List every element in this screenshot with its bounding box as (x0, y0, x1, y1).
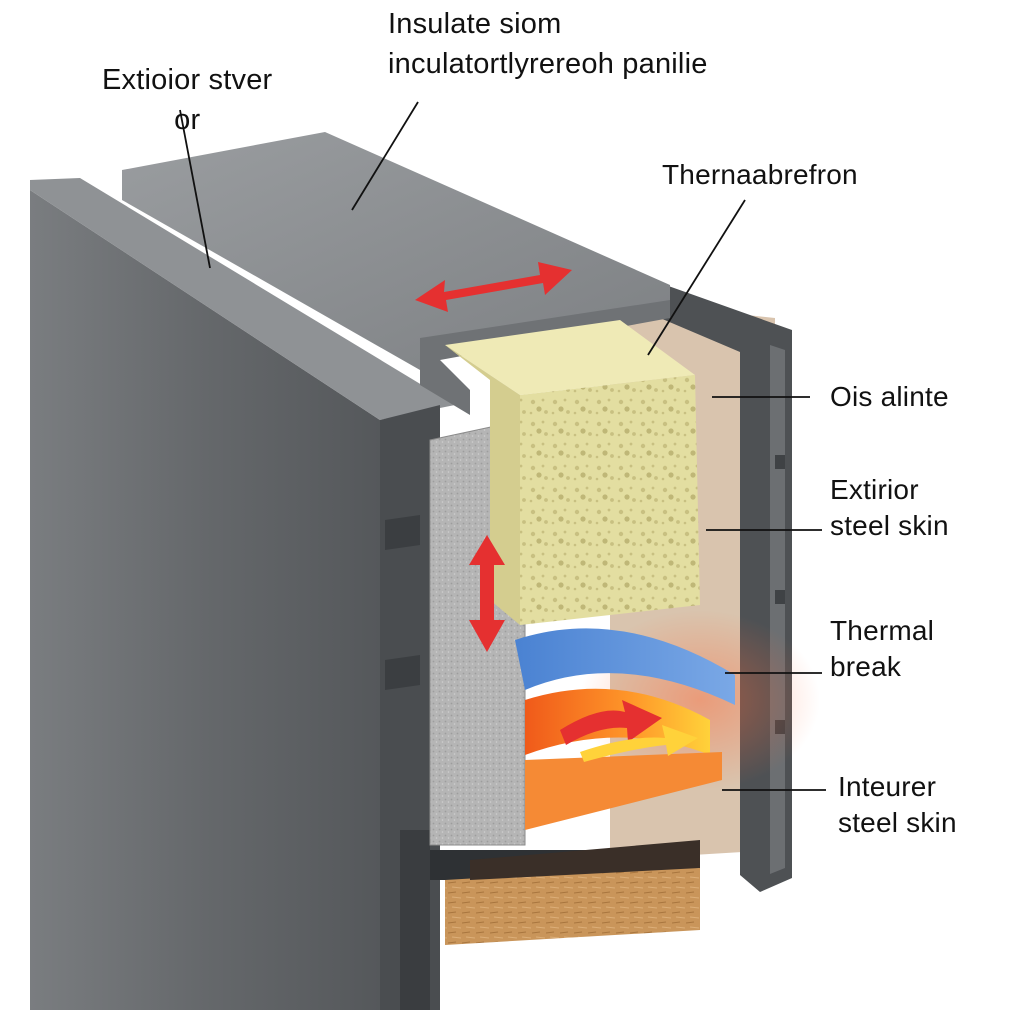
label-top-center: Insulate siom inculatortlyrereoh panilie (388, 4, 708, 84)
label-top-center-line1: Insulate siom (388, 8, 562, 40)
thermal-blue-layer (515, 628, 735, 705)
horizontal-arrow-icon (415, 262, 572, 312)
label-right-5-line2: steel skin (838, 807, 957, 838)
heat-flow-arrow-yellow-icon (580, 725, 698, 762)
foam-block (445, 320, 700, 625)
leader-lines (179, 101, 826, 791)
label-top-left: Extioior stver or (102, 60, 272, 140)
label-top-left-line2: or (174, 104, 201, 136)
label-top-left-line1: Extioior stver (102, 64, 273, 96)
vertical-arrow-icon (469, 535, 505, 652)
label-right-1-line1: Thernaabrefron (662, 159, 858, 190)
label-right-3: Extirior steel skin (830, 472, 949, 544)
label-right-4: Thermal break (830, 613, 934, 685)
label-top-center-line2: inculatortlyrereoh panilie (388, 48, 708, 80)
label-right-3-line2: steel skin (830, 510, 949, 541)
label-right-3-line1: Extirior (830, 474, 919, 505)
label-right-5-line1: Inteurer (838, 771, 937, 802)
heat-flow-arrow-icon (560, 700, 662, 745)
heat-layer-bottom (525, 752, 722, 830)
wood-fiber-base (445, 865, 700, 945)
label-right-2-line1: Ois alinte (830, 381, 949, 412)
top-face (122, 132, 670, 370)
label-right-4-line2: break (830, 651, 902, 682)
label-right-4-line1: Thermal (830, 615, 935, 646)
label-right-2: Ois alinte (830, 379, 949, 415)
label-right-5: Inteurer steel skin (838, 769, 957, 841)
label-right-1: Thernaabrefron (662, 157, 858, 193)
front-face-top-edge (30, 178, 455, 420)
front-face (30, 190, 380, 1010)
